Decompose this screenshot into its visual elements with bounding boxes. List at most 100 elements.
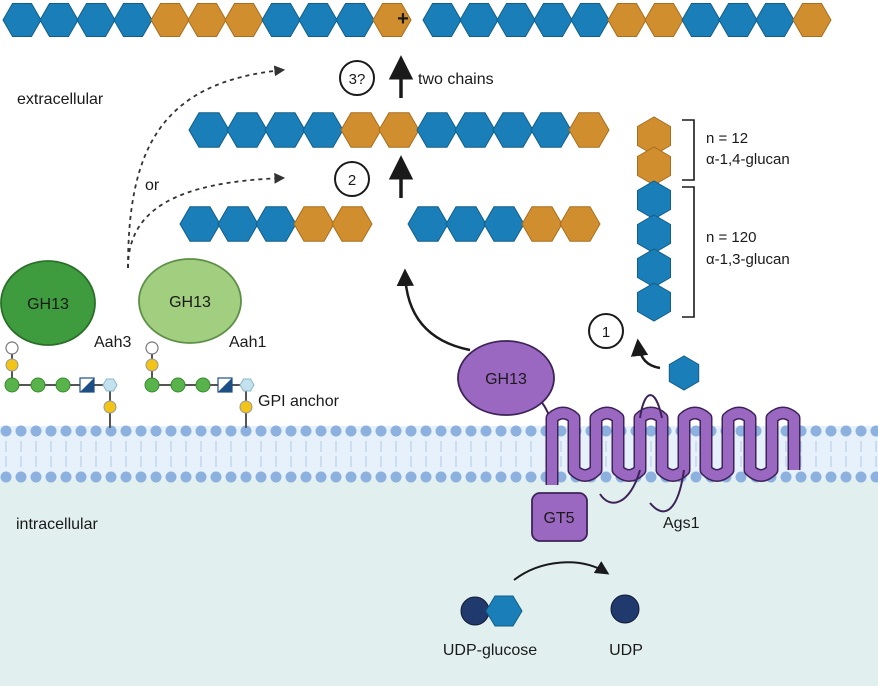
step2-circle <box>334 161 370 197</box>
glucose-unit-blue <box>422 3 462 37</box>
udp-glucose-label: UDP-glucose <box>443 642 537 659</box>
lipid-head <box>60 471 72 483</box>
gh13-aah3-domain <box>0 260 96 346</box>
primer-glucan-chain <box>637 116 671 322</box>
lipid-head <box>450 471 462 483</box>
glucose-unit-blue <box>407 206 449 242</box>
lipid-head <box>45 471 57 483</box>
glucose-unit-blue <box>416 112 458 148</box>
glucose-unit-blue <box>459 3 499 37</box>
lipid-head <box>195 471 207 483</box>
lipid-head <box>330 471 342 483</box>
dashed-arrow-lower <box>127 172 286 269</box>
lipid-head <box>300 471 312 483</box>
or-label: or <box>145 177 160 194</box>
lipid-head <box>0 425 12 437</box>
lipid-head <box>180 471 192 483</box>
glucose-unit-blue <box>39 3 79 37</box>
lipid-head <box>180 425 192 437</box>
glucose-unit-blue <box>454 112 496 148</box>
aah3-label: Aah3 <box>94 334 131 351</box>
extracellular-label: extracellular <box>17 91 104 108</box>
lipid-head <box>15 471 27 483</box>
lipid-head <box>450 425 462 437</box>
glucose-unit-orange <box>568 112 610 148</box>
dashed-arrow-upper <box>127 65 286 269</box>
gh13-ags1-domain <box>457 340 555 416</box>
lipid-head <box>135 471 147 483</box>
lipid-head <box>120 471 132 483</box>
glucose-unit-orange <box>187 3 227 37</box>
ags1-cytoplasmic-loop <box>599 469 641 504</box>
lipid-head <box>270 471 282 483</box>
lipid-head <box>345 471 357 483</box>
intracellular-region <box>0 480 878 686</box>
lipid-head <box>780 471 792 483</box>
lipid-head <box>435 471 447 483</box>
glucose-unit-blue <box>2 3 42 37</box>
glucose-unit-blue <box>483 206 525 242</box>
glucose-unit-blue <box>188 112 230 148</box>
lipid-head <box>855 425 867 437</box>
aah1-label: Aah1 <box>229 334 266 351</box>
glucose-unit-blue <box>264 112 306 148</box>
lipid-head <box>840 471 852 483</box>
glucose-unit-blue <box>113 3 153 37</box>
lipid-head <box>255 471 267 483</box>
lipid-head <box>270 425 282 437</box>
glucose-unit-blue <box>718 3 758 37</box>
gpi-anchor-aah3 <box>4 341 118 428</box>
lipid-head <box>735 471 747 483</box>
step1-circle <box>588 313 624 349</box>
lipid-head <box>825 471 837 483</box>
lipid-head <box>525 471 537 483</box>
ags1-cytoplasmic-loop-2 <box>649 469 685 513</box>
lipid-head <box>30 471 42 483</box>
lipid-head <box>255 425 267 437</box>
glucose-unit-blue <box>533 3 573 37</box>
lipid-head <box>810 471 822 483</box>
lipid-head <box>105 425 117 437</box>
lipid-head <box>60 425 72 437</box>
lipid-head <box>330 425 342 437</box>
glucose-unit-blue <box>637 248 671 288</box>
glucose-unit-orange <box>637 146 671 186</box>
reaction-arrow <box>513 561 610 581</box>
glucose-unit-orange <box>559 206 601 242</box>
glucose-unit-orange <box>521 206 563 242</box>
step1-label: 1 <box>602 324 610 341</box>
glucose-unit-orange <box>372 3 412 37</box>
glucose-unit-orange <box>644 3 684 37</box>
lipid-head <box>360 425 372 437</box>
gh13-ags1-label: GH13 <box>485 371 527 388</box>
lipid-head <box>120 425 132 437</box>
lipid-head <box>390 425 402 437</box>
lipid-head <box>510 471 522 483</box>
product-chain-top-right <box>422 3 832 37</box>
udp-glucose-udp-part <box>460 596 490 626</box>
lipid-head <box>75 471 87 483</box>
gt5-domain <box>531 492 588 542</box>
lipid-head <box>375 471 387 483</box>
lipid-head <box>210 425 222 437</box>
glucose-unit-blue <box>637 214 671 254</box>
lipid-head <box>480 471 492 483</box>
curved-arrow-gh13 <box>396 268 471 352</box>
glucose-unit-blue <box>298 3 338 37</box>
lipid-head <box>690 425 702 437</box>
intracellular-label: intracellular <box>16 516 98 533</box>
glucan-chain-low-left <box>179 206 373 242</box>
gt5-label: GT5 <box>543 510 574 527</box>
glucose-unit-blue <box>261 3 301 37</box>
step3-label: 3? <box>349 71 366 88</box>
lipid-head <box>690 471 702 483</box>
lipid-head <box>105 471 117 483</box>
lipid-head <box>420 425 432 437</box>
gpi-anchor-aah1 <box>144 341 255 428</box>
lipid-head <box>405 471 417 483</box>
lipid-head <box>375 425 387 437</box>
glucose-unit-blue <box>637 282 671 322</box>
lipid-head <box>225 425 237 437</box>
gpi-anchor-label: GPI anchor <box>258 393 340 410</box>
